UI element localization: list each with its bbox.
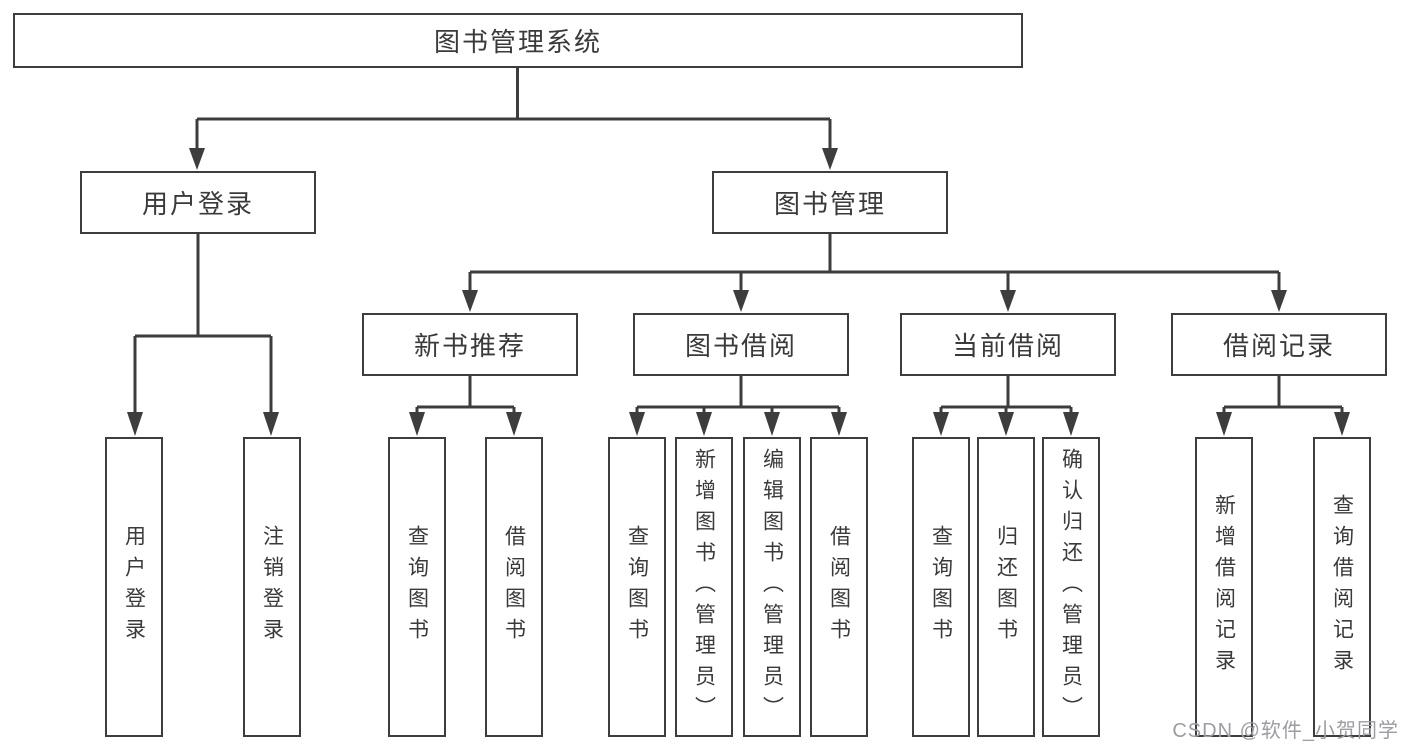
leaf-current-confirm-return-admin-label: 确认归还（管理员） [1059,447,1083,727]
node-root-system-label: 图书管理系统 [433,27,602,57]
csdn-watermark: CSDN @软件_小贺同学 [1172,720,1399,742]
node-borrow-records: 借阅记录 [1171,313,1387,376]
node-current-borrow: 当前借阅 [900,313,1116,376]
leaf-borrow-query-book-label: 查询图书 [625,525,649,649]
leaf-user-login: 用户登录 [105,437,163,737]
node-current-borrow-label: 当前借阅 [951,331,1064,361]
node-book-borrow: 图书借阅 [633,313,849,376]
leaf-borrow-borrow-book-label: 借阅图书 [827,525,851,649]
leaf-logout-login-label: 注销登录 [260,525,284,649]
node-book-management: 图书管理 [712,171,948,234]
leaf-record-add: 新增借阅记录 [1195,437,1253,737]
leaf-borrow-borrow-book: 借阅图书 [810,437,868,737]
leaf-user-login-label: 用户登录 [122,525,146,649]
leaf-recommend-borrow-book: 借阅图书 [485,437,543,737]
node-new-book-recommend-label: 新书推荐 [413,331,526,361]
leaf-current-query-book: 查询图书 [912,437,970,737]
leaf-borrow-add-book-admin: 新增图书（管理员） [675,437,733,737]
leaf-current-query-book-label: 查询图书 [929,525,953,649]
leaf-borrow-edit-book-admin-label: 编辑图书（管理员） [760,447,784,727]
leaf-record-add-label: 新增借阅记录 [1212,494,1236,680]
node-borrow-records-label: 借阅记录 [1222,331,1335,361]
leaf-current-return-book-label: 归还图书 [994,525,1018,649]
node-book-management-label: 图书管理 [773,189,886,219]
leaf-logout-login: 注销登录 [243,437,301,737]
leaf-recommend-query-book: 查询图书 [388,437,446,737]
leaf-current-return-book: 归还图书 [977,437,1035,737]
leaf-recommend-query-book-label: 查询图书 [405,525,429,649]
leaf-current-confirm-return-admin: 确认归还（管理员） [1042,437,1100,737]
leaf-record-query: 查询借阅记录 [1313,437,1371,737]
leaf-recommend-borrow-book-label: 借阅图书 [502,525,526,649]
node-user-login-label: 用户登录 [141,189,254,219]
leaf-borrow-add-book-admin-label: 新增图书（管理员） [692,447,716,727]
node-book-borrow-label: 图书借阅 [684,331,797,361]
arrowhead-icons [127,148,1350,436]
node-root-system: 图书管理系统 [13,13,1023,68]
node-user-login: 用户登录 [80,171,316,234]
leaf-record-query-label: 查询借阅记录 [1330,494,1354,680]
node-new-book-recommend: 新书推荐 [362,313,578,376]
leaf-borrow-query-book: 查询图书 [608,437,666,737]
leaf-borrow-edit-book-admin: 编辑图书（管理员） [743,437,801,737]
